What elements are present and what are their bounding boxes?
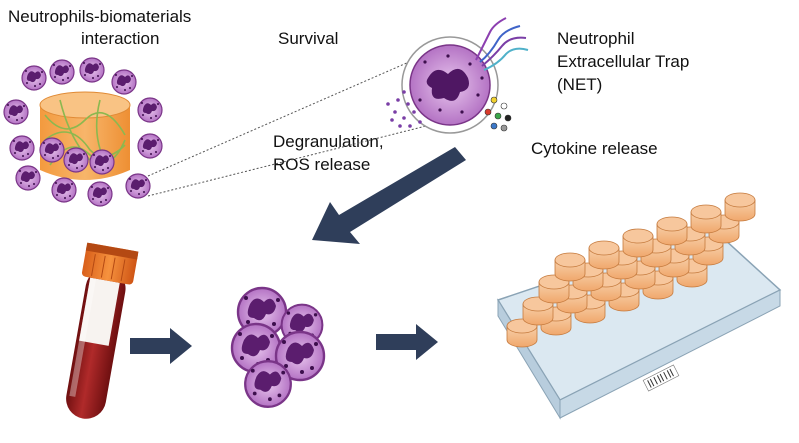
plate-well	[554, 252, 586, 282]
degranulation-granules	[386, 90, 422, 128]
interaction-label-line1: Neutrophils-biomaterials	[8, 7, 192, 26]
process-arrow-2	[376, 324, 438, 360]
net-label-line3: (NET)	[557, 75, 603, 94]
net-label-line1: Neutrophil	[557, 29, 635, 48]
plate-well	[724, 192, 756, 222]
interaction-label-line2: interaction	[81, 29, 160, 48]
plate-wells	[506, 192, 756, 348]
plate-well	[690, 204, 722, 234]
degranulation-label-line1: Degranulation,	[273, 132, 384, 151]
process-arrow-1	[130, 328, 192, 364]
plate-well	[656, 216, 688, 246]
cytokine-label: Cytokine release	[531, 139, 658, 158]
blood-tube	[66, 242, 139, 419]
degranulation-label-line2: ROS release	[273, 155, 371, 174]
return-arrow	[312, 147, 466, 244]
zoomed-neutrophil	[401, 36, 499, 134]
plate-well	[588, 240, 620, 270]
plate-well	[622, 228, 654, 258]
net-label-line2: Extracellular Trap	[557, 52, 690, 71]
net-strands	[475, 17, 529, 71]
survival-label: Survival	[278, 29, 339, 48]
isolated-neutrophils	[230, 286, 326, 408]
well-plate	[496, 192, 782, 420]
zoom-lines	[147, 54, 431, 197]
cytokine-dots	[484, 96, 512, 132]
